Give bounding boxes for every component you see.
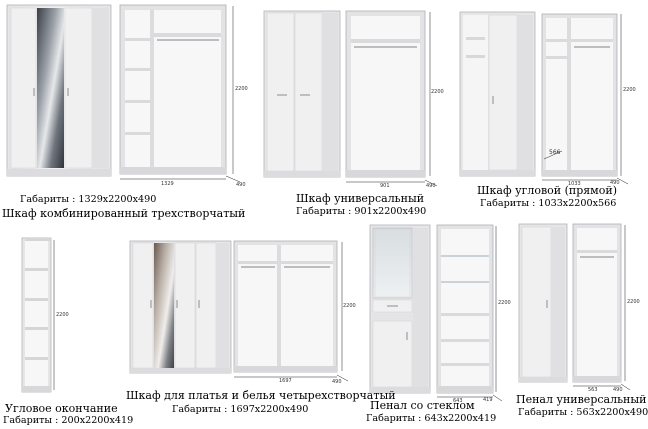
dims-pencil-universal: Габариты : 563x2200x490 (518, 407, 648, 418)
name-corner-end: Угловое окончание (5, 402, 118, 415)
dim-height-pencil-glass: 2200 (498, 300, 511, 306)
dims-combined-3door: Габариты : 1329x2200x490 (20, 194, 157, 205)
dim-height-4door: 2200 (343, 303, 356, 309)
dim-width-4door: 1697 (279, 378, 292, 384)
dims-pencil-glass: Габариты : 643x2200x419 (366, 413, 497, 424)
wardrobe-4door-closed (129, 240, 232, 374)
corner-closed (459, 11, 536, 177)
dim-height-corner: 2200 (623, 87, 636, 93)
name-universal: Шкаф универсальный (296, 192, 425, 205)
corner-open (541, 13, 629, 185)
dim-depth-pencil-glass: 419 (483, 397, 493, 403)
corner-end-shelf (21, 237, 55, 393)
dim-depth-4door: 490 (332, 379, 342, 385)
pencil-universal-closed (518, 223, 568, 383)
wardrobe-4door-open (233, 240, 349, 382)
dim-height-universal: 2200 (431, 89, 444, 95)
dims-corner-straight: Габариты : 1033x2200x566 (480, 198, 617, 209)
combined-3door-open (119, 4, 241, 183)
dim-height-combined: 2200 (235, 86, 248, 92)
universal-open (345, 10, 438, 187)
name-combined-3door: Шкаф комбинированный трехстворчатый (2, 207, 246, 220)
dim-height-pencil-universal: 2200 (627, 299, 640, 305)
name-wardrobe-4door: Шкаф для платья и белья четырехстворчаты… (126, 389, 396, 402)
combined-3door-closed (6, 4, 112, 177)
name-pencil-universal: Пенал универсальный (516, 393, 647, 406)
universal-closed (263, 10, 341, 178)
dim-width-universal: 901 (380, 183, 390, 189)
pencil-glass-closed (369, 224, 431, 394)
dim-depth-corner: 490 (610, 180, 620, 186)
name-corner-straight: Шкаф угловой (прямой) (477, 184, 617, 197)
dim-depth-pencil-universal: 490 (613, 387, 623, 393)
dim-depth-combined: 490 (236, 182, 246, 188)
dim-width-pencil-glass: 643 (453, 398, 463, 404)
dim-corner-depth: 566 (549, 149, 561, 156)
dim-depth-universal: 490 (426, 183, 436, 189)
dim-width-combined: 1329 (161, 181, 174, 187)
dims-universal: Габариты : 901x2200x490 (296, 206, 427, 217)
dims-wardrobe-4door: Габариты : 1697x2200x490 (172, 404, 309, 415)
name-pencil-glass: Пенал со стеклом (370, 399, 475, 412)
dim-width-corner: 1033 (568, 181, 581, 187)
dim-height-corner-end: 2200 (56, 312, 69, 318)
pencil-glass-open (436, 224, 503, 402)
pencil-universal-open (572, 223, 631, 391)
dims-corner-end: Габариты : 200x2200x419 (3, 415, 134, 426)
dim-width-pencil-universal: 563 (588, 387, 598, 393)
